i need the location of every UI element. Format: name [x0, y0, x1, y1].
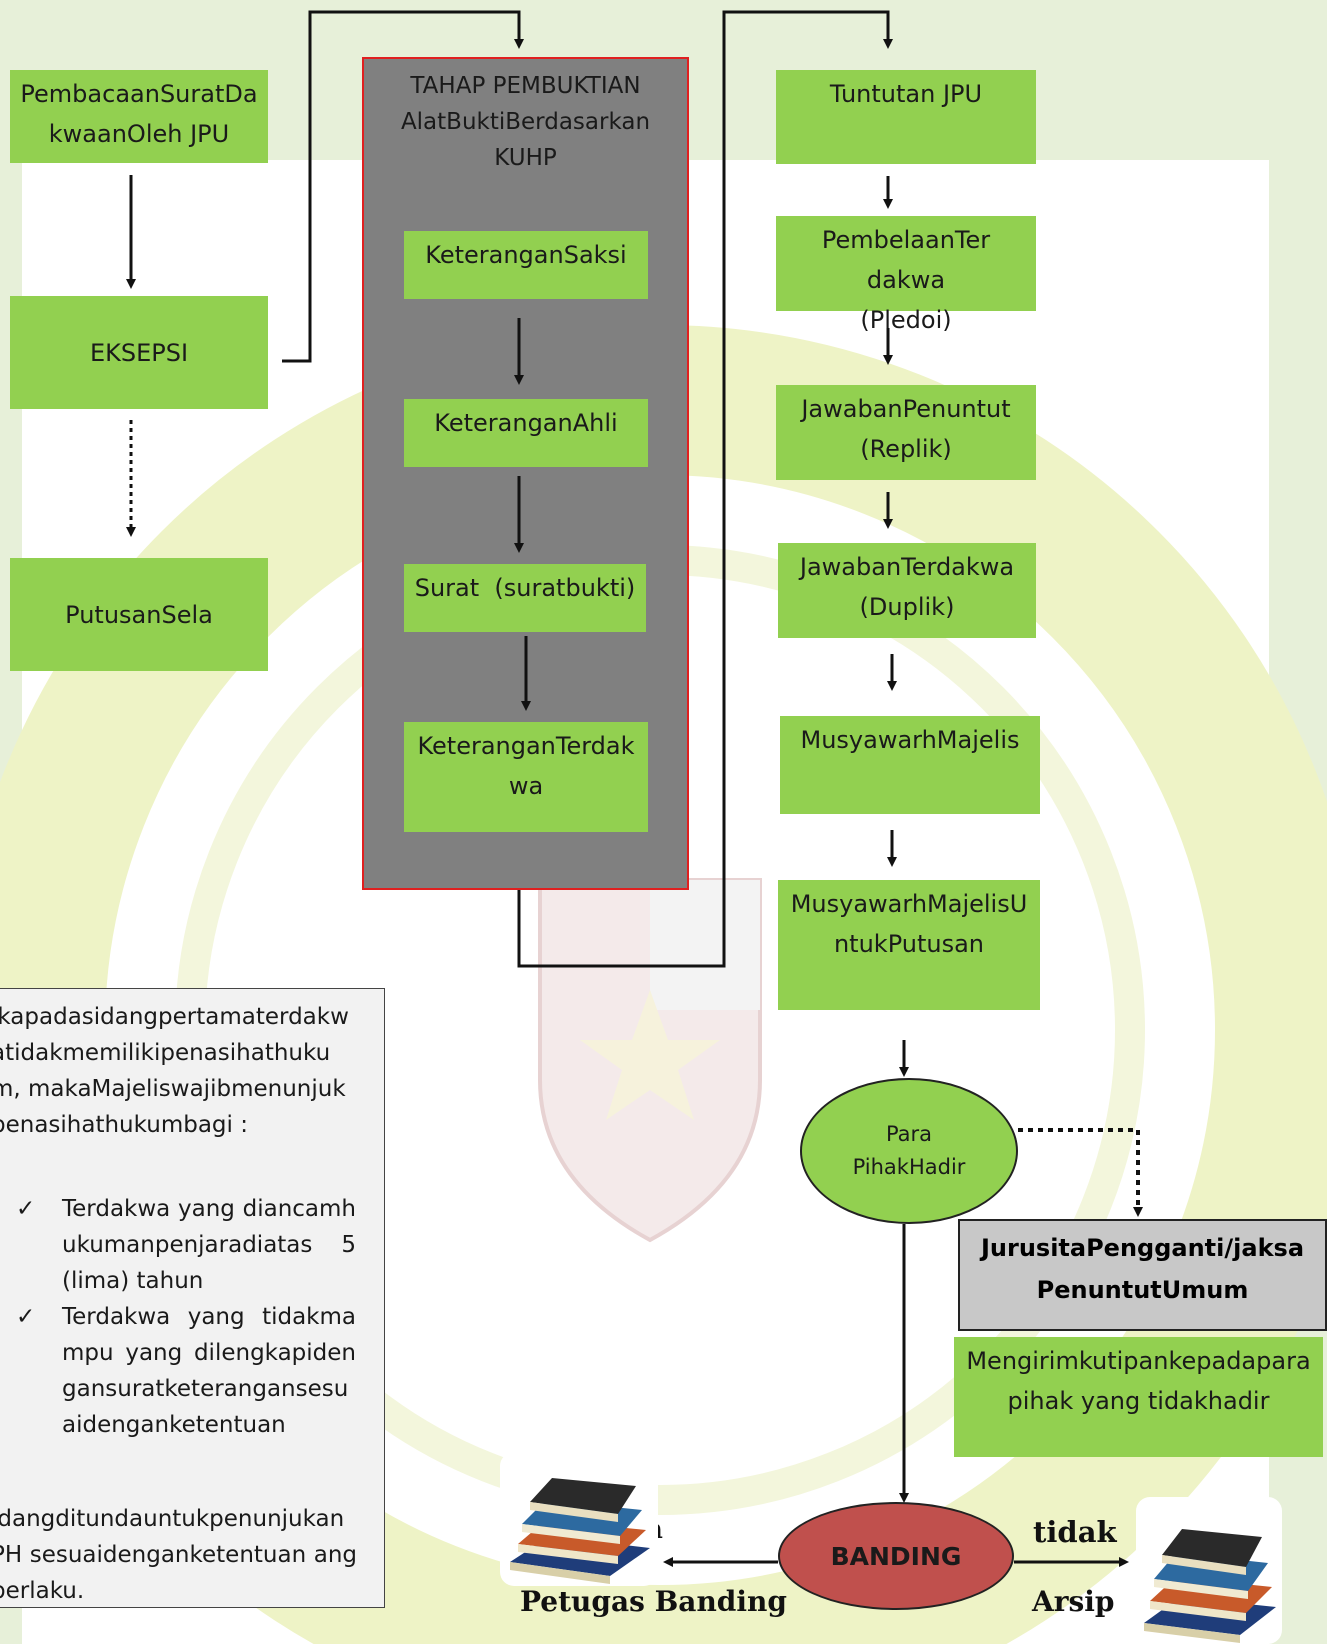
right-step-label: JawabanPenuntut (Replik)	[801, 395, 1011, 463]
evidence-stage-title-line2: AlatBuktiBerdasarkan	[400, 109, 651, 135]
note-outro: idangditundauntukpenunjukan PH sesuaiden…	[0, 1506, 357, 1604]
checkmark-icon: ✓	[16, 1304, 36, 1330]
evidence-stage-title-line1: TAHAP PEMBUKTIAN	[410, 73, 641, 99]
arrow-evidence-to-demand	[517, 10, 893, 968]
right-step-label: MusyawarhMajelis	[800, 726, 1020, 754]
legal-counsel-note: ikapadasidangpertamaterdakwatidakmemilik…	[0, 988, 385, 1608]
panel-deliberation-box: MusyawarhMajelis	[780, 716, 1040, 814]
evidence-step-label: KeteranganTerdakwa	[417, 732, 635, 800]
note-item-text: Terdakwa yang tidakmampu yang dilengkapi…	[62, 1304, 356, 1438]
checkmark-icon: ✓	[16, 1196, 36, 1222]
note-intro: ikapadasidangpertamaterdakwatidakmemilik…	[0, 1004, 349, 1138]
right-step-label: JawabanTerdakwa (Duplik)	[799, 553, 1015, 621]
reading-indictment-box: PembacaanSuratDakwaanOleh JPU	[10, 70, 268, 163]
send-excerpt-box: Mengirimkutipankepadapara pihak yang tid…	[954, 1337, 1323, 1457]
defendant-rejoinder-box: JawabanTerdakwa (Duplik)	[778, 543, 1036, 638]
note-list: ✓ Terdakwa yang diancamhukumanpenjaradia…	[16, 1191, 356, 1443]
note-item: ✓ Terdakwa yang diancamhukumanpenjaradia…	[16, 1191, 356, 1299]
appeal-node: BANDING	[778, 1502, 1014, 1610]
send-excerpt-label: Mengirimkutipankepadapara pihak yang tid…	[966, 1347, 1311, 1415]
defense-plea-box: PembelaanTerdakwa (Pledoi)	[776, 216, 1036, 334]
prosecutor-reply-box: JawabanPenuntut (Replik)	[776, 385, 1036, 480]
evidence-step-defendant: KeteranganTerdakwa	[404, 722, 648, 832]
arrow-eksepsi-to-evidence	[282, 10, 524, 363]
eksepsi-box: EKSEPSI	[10, 296, 268, 409]
putusan-sela-box: PutusanSela	[10, 558, 268, 671]
right-step-label: Tuntutan JPU	[829, 80, 983, 108]
arrow-parties-to-bailiff	[1018, 1128, 1143, 1217]
appeal-books-image	[500, 1452, 658, 1586]
reading-indictment-label: PembacaanSuratDakwaanOleh JPU	[20, 80, 258, 148]
right-step-label: MusyawarhMajelisUntukPutusan	[790, 890, 1028, 958]
putusan-sela-label: PutusanSela	[65, 600, 213, 629]
no-label: tidak	[1033, 1515, 1117, 1549]
note-item: ✓ Terdakwa yang tidakmampu yang dilengka…	[16, 1299, 356, 1443]
parties-present-node: Para PihakHadir	[800, 1078, 1018, 1224]
right-step-label: PembelaanTerdakwa (Pledoi)	[821, 226, 991, 334]
parties-present-label: Para PihakHadir	[852, 1122, 966, 1179]
evidence-step-witness: KeteranganSaksi	[404, 231, 648, 299]
archive-label: Arsip	[1032, 1585, 1115, 1618]
prosecutor-demand-box: Tuntutan JPU	[776, 70, 1036, 164]
panel-verdict-deliberation-box: MusyawarhMajelisUntukPutusan	[778, 880, 1040, 1010]
note-item-text: Terdakwa yang diancamhukumanpenjaradiata…	[62, 1196, 356, 1294]
archive-books-image	[1136, 1497, 1282, 1644]
evidence-stage-title: TAHAP PEMBUKTIAN AlatBuktiBerdasarkan KU…	[362, 68, 689, 176]
evidence-step-document: Surat (suratbukti)	[404, 564, 646, 632]
evidence-step-expert: KeteranganAhli	[404, 399, 648, 467]
evidence-stage-title-line3: KUHP	[494, 145, 557, 171]
evidence-step-label: Surat (suratbukti)	[414, 574, 636, 602]
bailiff-prosecutor-box: JurusitaPengganti/jaksaPenuntutUmum	[958, 1219, 1327, 1331]
eksepsi-label: EKSEPSI	[89, 338, 189, 367]
appeal-label: BANDING	[830, 1541, 962, 1571]
bailiff-prosecutor-label: JurusitaPengganti/jaksaPenuntutUmum	[980, 1234, 1305, 1304]
evidence-step-label: KeteranganSaksi	[425, 241, 627, 269]
appeal-officer-label: Petugas Banding	[520, 1585, 787, 1618]
evidence-step-label: KeteranganAhli	[434, 409, 618, 437]
